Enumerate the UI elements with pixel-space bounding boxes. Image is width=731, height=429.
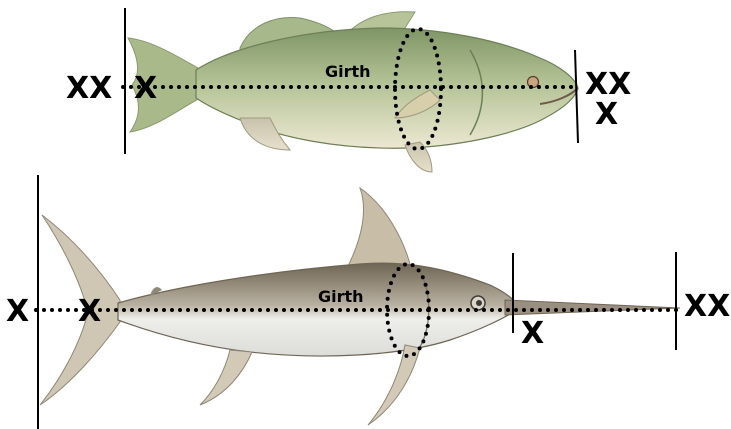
swordfish-anal-fin — [200, 350, 252, 405]
swordfish-start-outer-marker: X — [6, 294, 29, 329]
swordfish-bill — [505, 300, 680, 315]
bass-snout-line — [575, 50, 578, 143]
bass-figure — [128, 12, 578, 172]
bass-fork-length-label: XX — [66, 71, 112, 106]
swordfish-girth-label: Girth — [318, 287, 364, 306]
swordfish-pectoral-fin — [368, 345, 420, 425]
bass-start-marker: X — [134, 71, 157, 106]
bass-end-marker-bottom: X — [595, 97, 618, 132]
bass-girth-label: Girth — [325, 62, 371, 81]
bass-eye — [528, 77, 539, 88]
swordfish-figure — [40, 188, 680, 425]
swordfish-dorsal-fin — [345, 188, 412, 272]
swordfish-start-inner-marker: X — [78, 294, 101, 329]
swordfish-bill-marker: X — [521, 316, 544, 351]
swordfish-pupil — [476, 300, 482, 306]
swordfish-end-marker: XX — [684, 289, 730, 324]
